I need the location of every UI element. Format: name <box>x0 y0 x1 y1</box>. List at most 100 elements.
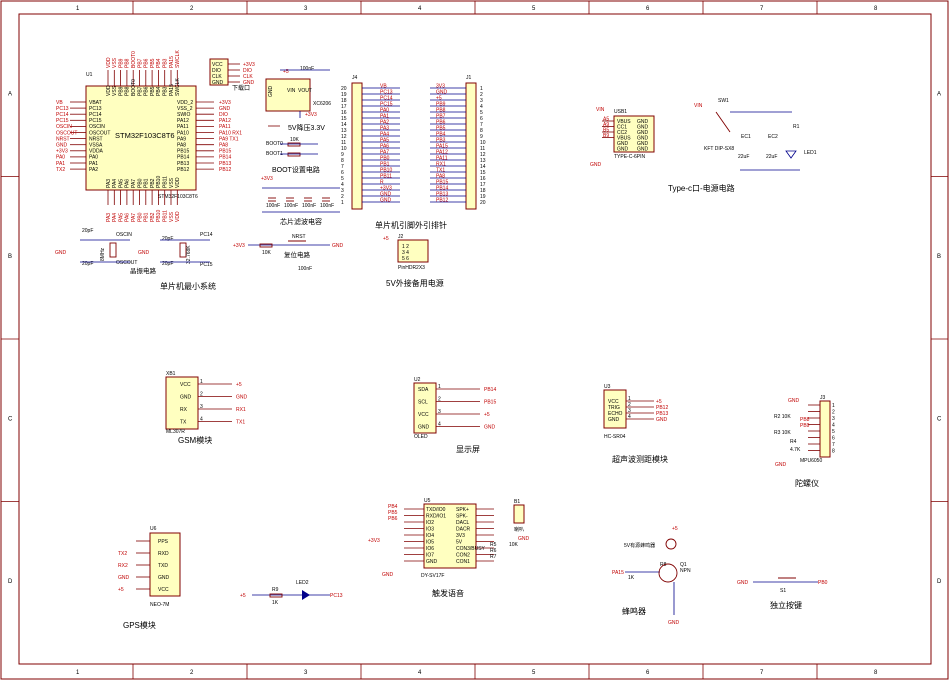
mcu-bottom-pin-name: PA7 <box>131 179 137 188</box>
mcu-left-pin-name: NRST <box>89 136 103 142</box>
mcu-bottom-net: PA4 <box>112 213 118 222</box>
oled-pin-name: SCL <box>418 399 428 405</box>
mcu-bottom-net: PA5 <box>118 213 124 222</box>
gyro-pb8: PB8 <box>800 417 810 423</box>
voice-block: U5 DY-SV17F TXD/IO0RXD/IO1IO2IO3IO4IO5IO… <box>368 498 530 598</box>
key-net: PB0 <box>818 580 828 586</box>
ext5v-pin-3: 3 4 <box>402 250 409 256</box>
mcu-right-pin-name: PB13 <box>177 161 189 167</box>
ultra-pin-name: GND <box>608 417 620 423</box>
voice-right-name: CON2 <box>456 552 470 558</box>
regulator-cap: 100nF <box>300 66 314 72</box>
download-pin-name: CLK <box>212 74 222 80</box>
mcu-right-net: PA8 <box>219 143 228 149</box>
gyro-pb9: PB9 <box>800 423 810 429</box>
mcu-top-pin-name: SWCLK <box>175 78 181 96</box>
mcu-top-pin-name: VDD <box>106 85 112 96</box>
voice-title: 触发语音 <box>432 588 464 598</box>
oled-title: 显示屏 <box>456 445 480 454</box>
j4-pin-num: 20 <box>341 86 347 92</box>
j1-pin-num: 18 <box>480 188 486 194</box>
typec-pin-num: A5 <box>603 117 609 123</box>
key-title: 独立按键 <box>770 600 802 610</box>
mcu-right-pin-name: PA10 <box>177 130 189 136</box>
gsm-part: ML307R <box>166 429 185 435</box>
regulator-body <box>265 78 311 112</box>
voice-r6: R6 <box>490 548 497 554</box>
gps-net: TX2 <box>118 551 127 557</box>
gyro-pin-num: 7 <box>832 442 835 448</box>
gsm-title: GSM模块 <box>178 435 212 445</box>
j4-pin-num: 13 <box>341 128 347 134</box>
mcu-top-net: VSS <box>112 57 118 68</box>
gyro-title: 陀螺仪 <box>795 478 819 488</box>
gps-pin-name: GND <box>158 575 170 581</box>
j1-net: PB7 <box>436 114 446 120</box>
crystal-c2: 20pF <box>82 261 93 267</box>
mcu-top-pin-name: PB6 <box>144 86 150 96</box>
mcu-left-net: GND <box>56 143 68 149</box>
typec-ec1: EC1 <box>741 134 751 140</box>
gyro-r4val: 4.7K <box>790 447 801 453</box>
mcu-right-pin-name: PB14 <box>177 155 189 161</box>
j1-net: PA11 <box>436 156 448 162</box>
voice-3v3: +3V3 <box>368 538 380 544</box>
mcu-right-net: PA11 <box>219 124 231 130</box>
mcu-top-pins: VDDVDDVSSVSSPB9PB9PB8PB8BOOT0BOOT0PB7PB7… <box>106 50 181 96</box>
typec-gnd: GND <box>590 162 602 168</box>
j4-net: PB10 <box>380 168 392 174</box>
key-block: GND S1 PB0 独立按键 <box>737 577 828 610</box>
mcu-right-pin-name: VSS_2 <box>177 106 193 112</box>
typec-gnd-pin: GND <box>637 130 649 136</box>
voice-left-name: IO7 <box>426 552 434 558</box>
j1-net: PB15 <box>436 180 448 186</box>
j4-pin-num: 1 <box>341 200 344 206</box>
mcu-right-pin-name: VDD_2 <box>177 100 193 106</box>
led2-net: PC13 <box>330 593 343 599</box>
reset-block: +3V3 10K NRST 100nF GND 复位电路 <box>233 234 344 272</box>
gps-net: RX2 <box>118 563 128 569</box>
ultra-ref: U3 <box>604 384 611 390</box>
boot-r-label: 10K <box>290 137 300 143</box>
j1-net: 3V3 <box>436 84 445 90</box>
typec-led: LED1 <box>804 150 817 156</box>
mcu-bottom-pin-name: PA5 <box>118 179 124 188</box>
oled-pin-num: 4 <box>438 422 441 428</box>
mcu-bottom-pin-name: PB0 <box>137 178 143 188</box>
mcu-sub: STM32F103C8T6 <box>158 194 198 200</box>
filter-cap-label: 100nF <box>266 203 280 209</box>
j4-pin-num: 17 <box>341 104 347 110</box>
frame-row-left: D <box>8 579 13 585</box>
mcu-top-net: PB4 <box>156 58 162 68</box>
voice-right-name: 5V <box>456 539 463 545</box>
key-gnd: GND <box>737 580 749 586</box>
mcu-left-pin-name: VBAT <box>89 100 102 106</box>
oled-pin-name: SDA <box>418 387 429 393</box>
mcu-top-net: PB6 <box>144 58 150 68</box>
j1-pin-num: 7 <box>480 122 483 128</box>
mcu-right-net: PB12 <box>219 167 231 173</box>
voice-ref: U5 <box>424 498 431 504</box>
gps-ref: U6 <box>150 526 157 532</box>
ultra-net: +5 <box>656 399 662 405</box>
ultra-pin-name: VCC <box>608 399 619 405</box>
voice-right-name: DACR <box>456 526 471 532</box>
voice-right-name: SPK+ <box>456 507 469 513</box>
mcu-left-pin-name: PA1 <box>89 161 98 167</box>
regulator-block: XC6206 GND VIN VOUT +5 +3V3 100nF 5V降压3.… <box>265 66 331 132</box>
typec-switch <box>715 111 731 133</box>
voice-right-name: 3V3 <box>456 533 465 539</box>
j4-pin-num: 12 <box>341 134 347 140</box>
mcu-top-net: PB7 <box>137 58 143 68</box>
gsm-net: GND <box>236 394 248 400</box>
ext5v-ref: J2 <box>398 234 404 240</box>
gyro-r3: R3 10K <box>774 430 791 436</box>
mcu-body <box>85 85 197 191</box>
voice-spkname: 喇叭 <box>514 526 524 533</box>
mcu-left-pin-name: PC15 <box>89 118 102 124</box>
